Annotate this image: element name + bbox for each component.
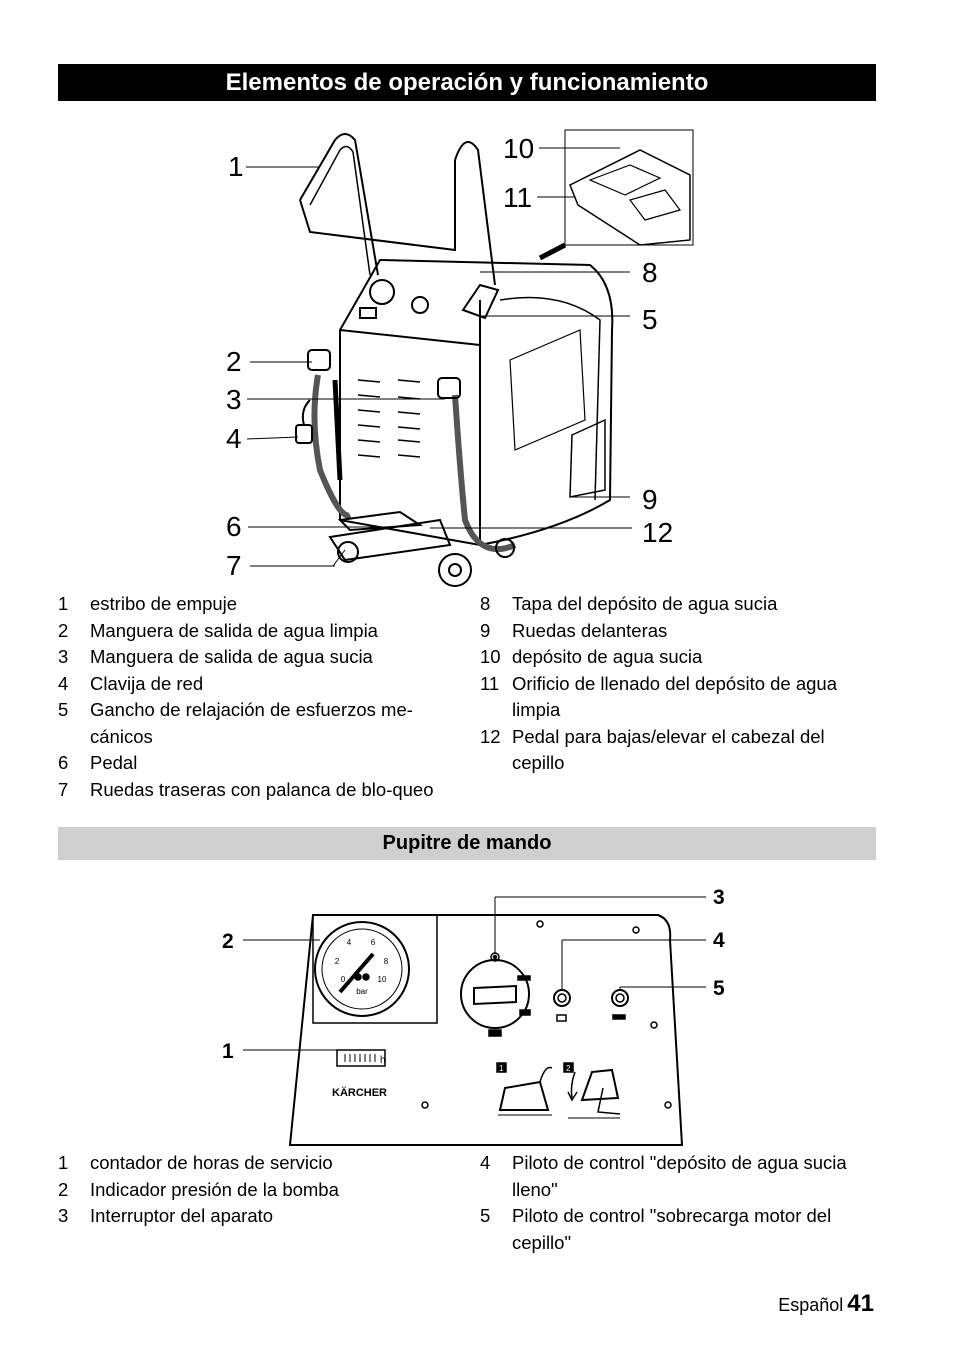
footer-language: Español <box>778 1295 844 1315</box>
gauge-tick-2: 2 <box>335 957 340 966</box>
control-panel-figure: 0 2 4 6 8 10 bar h KÄRCHER 1 2 2 1 3 4 5 <box>222 886 725 1146</box>
gauge-tick-0: 0 <box>341 975 346 984</box>
callout-6: 6 <box>226 511 242 542</box>
panel-callout-2: 2 <box>222 930 234 953</box>
callout-7: 7 <box>226 550 242 581</box>
callout-2: 2 <box>226 346 242 377</box>
callout-3: 3 <box>226 384 242 415</box>
panel-callout-1: 1 <box>222 1040 234 1063</box>
callout-8: 8 <box>642 257 658 288</box>
panel-callout-4: 4 <box>713 929 725 952</box>
step-label-2: 2 <box>566 1064 571 1073</box>
page-number: 41 <box>847 1290 874 1317</box>
callout-12: 12 <box>642 517 673 548</box>
section-title: Elementos de operación y funcionamiento <box>58 64 876 101</box>
callout-9: 9 <box>642 484 658 515</box>
gauge-tick-6: 6 <box>371 938 376 947</box>
callout-5: 5 <box>642 304 658 335</box>
callout-1: 1 <box>228 151 244 182</box>
counter-unit: h <box>380 1055 386 1066</box>
callout-11: 11 <box>503 182 532 213</box>
gauge-tick-10: 10 <box>378 975 387 984</box>
gauge-tick-8: 8 <box>384 957 389 966</box>
subsection-title: Pupitre de mando <box>58 827 876 860</box>
machine-figure: 1 2 3 4 6 7 10 11 8 5 9 12 <box>226 129 694 587</box>
callout-10: 10 <box>503 133 534 164</box>
gauge-unit: bar <box>356 987 368 996</box>
callout-4: 4 <box>226 423 242 454</box>
panel-callout-3: 3 <box>713 886 725 909</box>
gauge-tick-4: 4 <box>347 938 352 947</box>
panel-callout-5: 5 <box>713 977 725 1000</box>
step-label-1: 1 <box>499 1064 504 1073</box>
brand-logo: KÄRCHER <box>332 1086 387 1099</box>
